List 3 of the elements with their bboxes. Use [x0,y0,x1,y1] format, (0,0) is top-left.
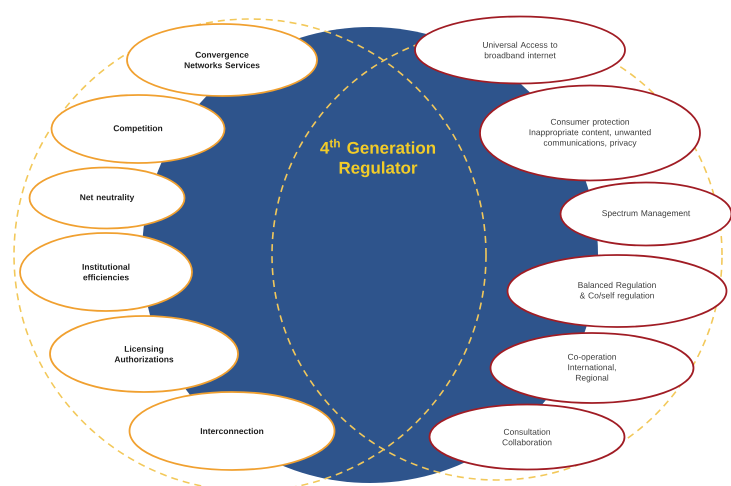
node-label: Consultation Collaboration [502,428,552,446]
node-label: Spectrum Management [602,210,690,218]
node-label: Interconnection [200,428,264,434]
